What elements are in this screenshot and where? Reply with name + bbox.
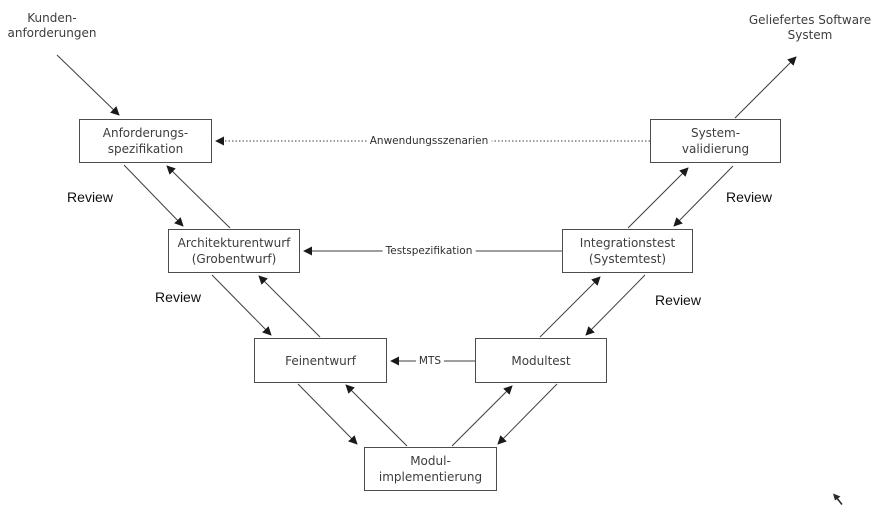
box-modultest: Modultest — [475, 338, 607, 383]
box-architekturentwurf: Architekturentwurf (Grobentwurf) — [168, 229, 300, 273]
arrow-anforderung-to-architektur — [123, 164, 184, 227]
box-systemvalidierung-line1: System- — [690, 126, 741, 140]
box-feinentwurf: Feinentwurf — [254, 338, 387, 383]
box-architekturentwurf-line1: Architekturentwurf — [177, 236, 291, 250]
arrow-review-integrationstest-to-modultest — [585, 274, 646, 336]
review-label-left-lower: Review — [155, 289, 201, 305]
box-systemvalidierung-line2: validierung — [681, 142, 750, 156]
arrow-review-modulimpl-to-feinentwurf — [345, 384, 408, 447]
label-kundenanforderungen-line2: anforderungen — [7, 26, 97, 40]
review-label-right-upper: Review — [726, 189, 772, 205]
label-kundenanforderungen-line1: Kunden- — [27, 11, 77, 25]
box-modulimplementierung: Modul- implementierung — [364, 447, 497, 491]
arrow-feinentwurf-to-modulimpl — [297, 383, 358, 445]
box-integrationstest: Integrationstest (Systemtest) — [562, 229, 693, 273]
box-anforderungsspezifikation-line2: spezifikation — [107, 142, 184, 156]
arrow-integrationstest-to-systemvalidierung — [627, 167, 689, 229]
label-geliefertes-line1: Geliefertes Software — [748, 13, 872, 27]
arrow-kundenanforderungen-in — [56, 54, 120, 116]
box-systemvalidierung: System- validierung — [650, 119, 781, 163]
arrow-geliefertes-system-out — [734, 56, 797, 119]
box-feinentwurf-label: Feinentwurf — [285, 353, 356, 368]
arrow-review-feinentwurf-to-architektur — [258, 275, 321, 338]
review-label-right-lower: Review — [655, 292, 701, 308]
arrow-review-systemvalidierung-to-integrationstest — [673, 165, 734, 227]
box-modulimplementierung-line2: implementierung — [378, 470, 483, 484]
box-anforderungsspezifikation-line1: Anforderungs- — [102, 126, 189, 140]
label-kundenanforderungen: Kunden- anforderungen — [2, 11, 102, 41]
arrow-architektur-to-feinentwurf — [211, 274, 272, 336]
arrow-modulimpl-to-modultest — [451, 385, 513, 447]
box-modultest-label: Modultest — [511, 353, 571, 368]
arrow-review-architektur-to-anforderung — [166, 165, 231, 229]
box-integrationstest-line1: Integrationstest — [579, 236, 676, 250]
arrow-modultest-to-integrationstest — [539, 276, 601, 338]
box-integrationstest-line2: (Systemtest) — [588, 252, 667, 266]
mouse-cursor — [833, 493, 843, 505]
label-mts: MTS — [415, 355, 445, 367]
box-anforderungsspezifikation: Anforderungs- spezifikation — [79, 119, 212, 163]
review-label-left-upper: Review — [67, 189, 113, 205]
label-anwendungsszenarien: Anwendungsszenarien — [366, 135, 492, 147]
box-modulimplementierung-line1: Modul- — [410, 454, 451, 468]
label-geliefertes-software-system: Geliefertes Software System — [744, 13, 876, 43]
box-architekturentwurf-line2: (Grobentwurf) — [191, 252, 277, 266]
label-testspezifikation: Testspezifikation — [382, 245, 476, 257]
arrow-review-modultest-to-modulimpl — [497, 383, 558, 445]
label-geliefertes-line2: System — [787, 28, 833, 42]
